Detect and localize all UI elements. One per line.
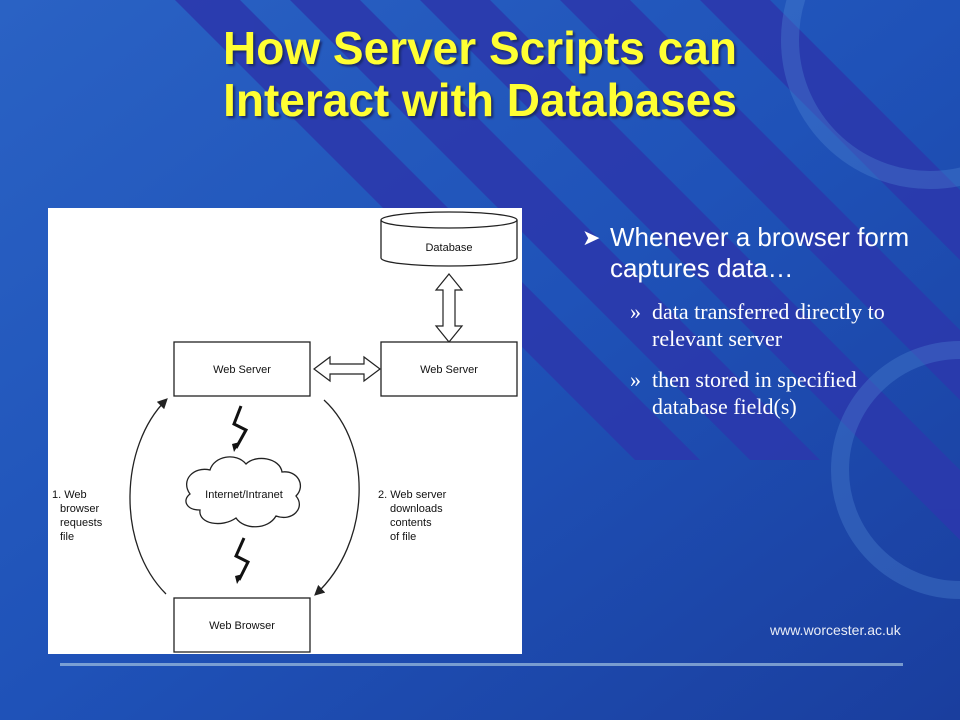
svg-text:2. Web server: 2. Web server (378, 489, 447, 501)
lightning-bolt-upper-icon (232, 405, 249, 449)
web-server-right-box: Web Server (380, 341, 518, 397)
sub-bullet-marker: » (630, 367, 641, 392)
server-server-double-arrow (313, 355, 381, 383)
sub-bullet-marker: » (630, 299, 641, 324)
step-2-label: 2. Web server downloads contents of file (378, 489, 447, 543)
svg-text:contents: contents (390, 517, 432, 529)
footer-url: www.worcester.ac.uk (770, 622, 901, 638)
title-line-2: Interact with Databases (223, 74, 737, 126)
database-label: Database (425, 242, 472, 254)
web-browser-label: Web Browser (209, 620, 275, 632)
main-bullet: ➤ Whenever a browser form captures data… (582, 222, 922, 284)
svg-text:browser: browser (60, 503, 99, 515)
step-1-label: 1. Web browser requests file (52, 489, 103, 543)
sub-bullet-2: » then stored in specified database fiel… (582, 366, 922, 420)
download-curve-arrow (314, 399, 360, 596)
internet-cloud: Internet/Intranet (185, 456, 301, 528)
sub-bullet-2-text: then stored in specified database field(… (652, 367, 857, 419)
database-server-double-arrow (434, 273, 464, 343)
main-bullet-text: Whenever a browser form captures data… (610, 222, 910, 283)
sub-bullet-1-text: data transferred directly to relevant se… (652, 299, 885, 351)
svg-text:file: file (60, 531, 74, 543)
title-line-1: How Server Scripts can (223, 22, 737, 74)
web-server-right-label: Web Server (420, 364, 478, 376)
svg-text:of file: of file (390, 531, 416, 543)
database-cylinder: Database (380, 211, 518, 267)
cloud-label: Internet/Intranet (205, 489, 283, 501)
svg-text:downloads: downloads (390, 503, 443, 515)
diagram-panel: Database Web Server Web Server Internet/… (48, 208, 522, 654)
arrowhead-bullet-icon: ➤ (582, 225, 601, 250)
lightning-bolt-lower-icon (234, 537, 251, 581)
svg-text:1. Web: 1. Web (52, 489, 87, 501)
footer-divider (60, 663, 903, 666)
svg-text:requests: requests (60, 517, 103, 529)
slide-title: How Server Scripts can Interact with Dat… (60, 22, 900, 126)
web-server-left-label: Web Server (213, 364, 271, 376)
web-server-left-box: Web Server (173, 341, 311, 397)
web-browser-box: Web Browser (173, 597, 311, 653)
sub-bullet-1: » data transferred directly to relevant … (582, 298, 922, 352)
request-curve-arrow (129, 398, 168, 595)
bullet-list: ➤ Whenever a browser form captures data…… (582, 222, 922, 420)
